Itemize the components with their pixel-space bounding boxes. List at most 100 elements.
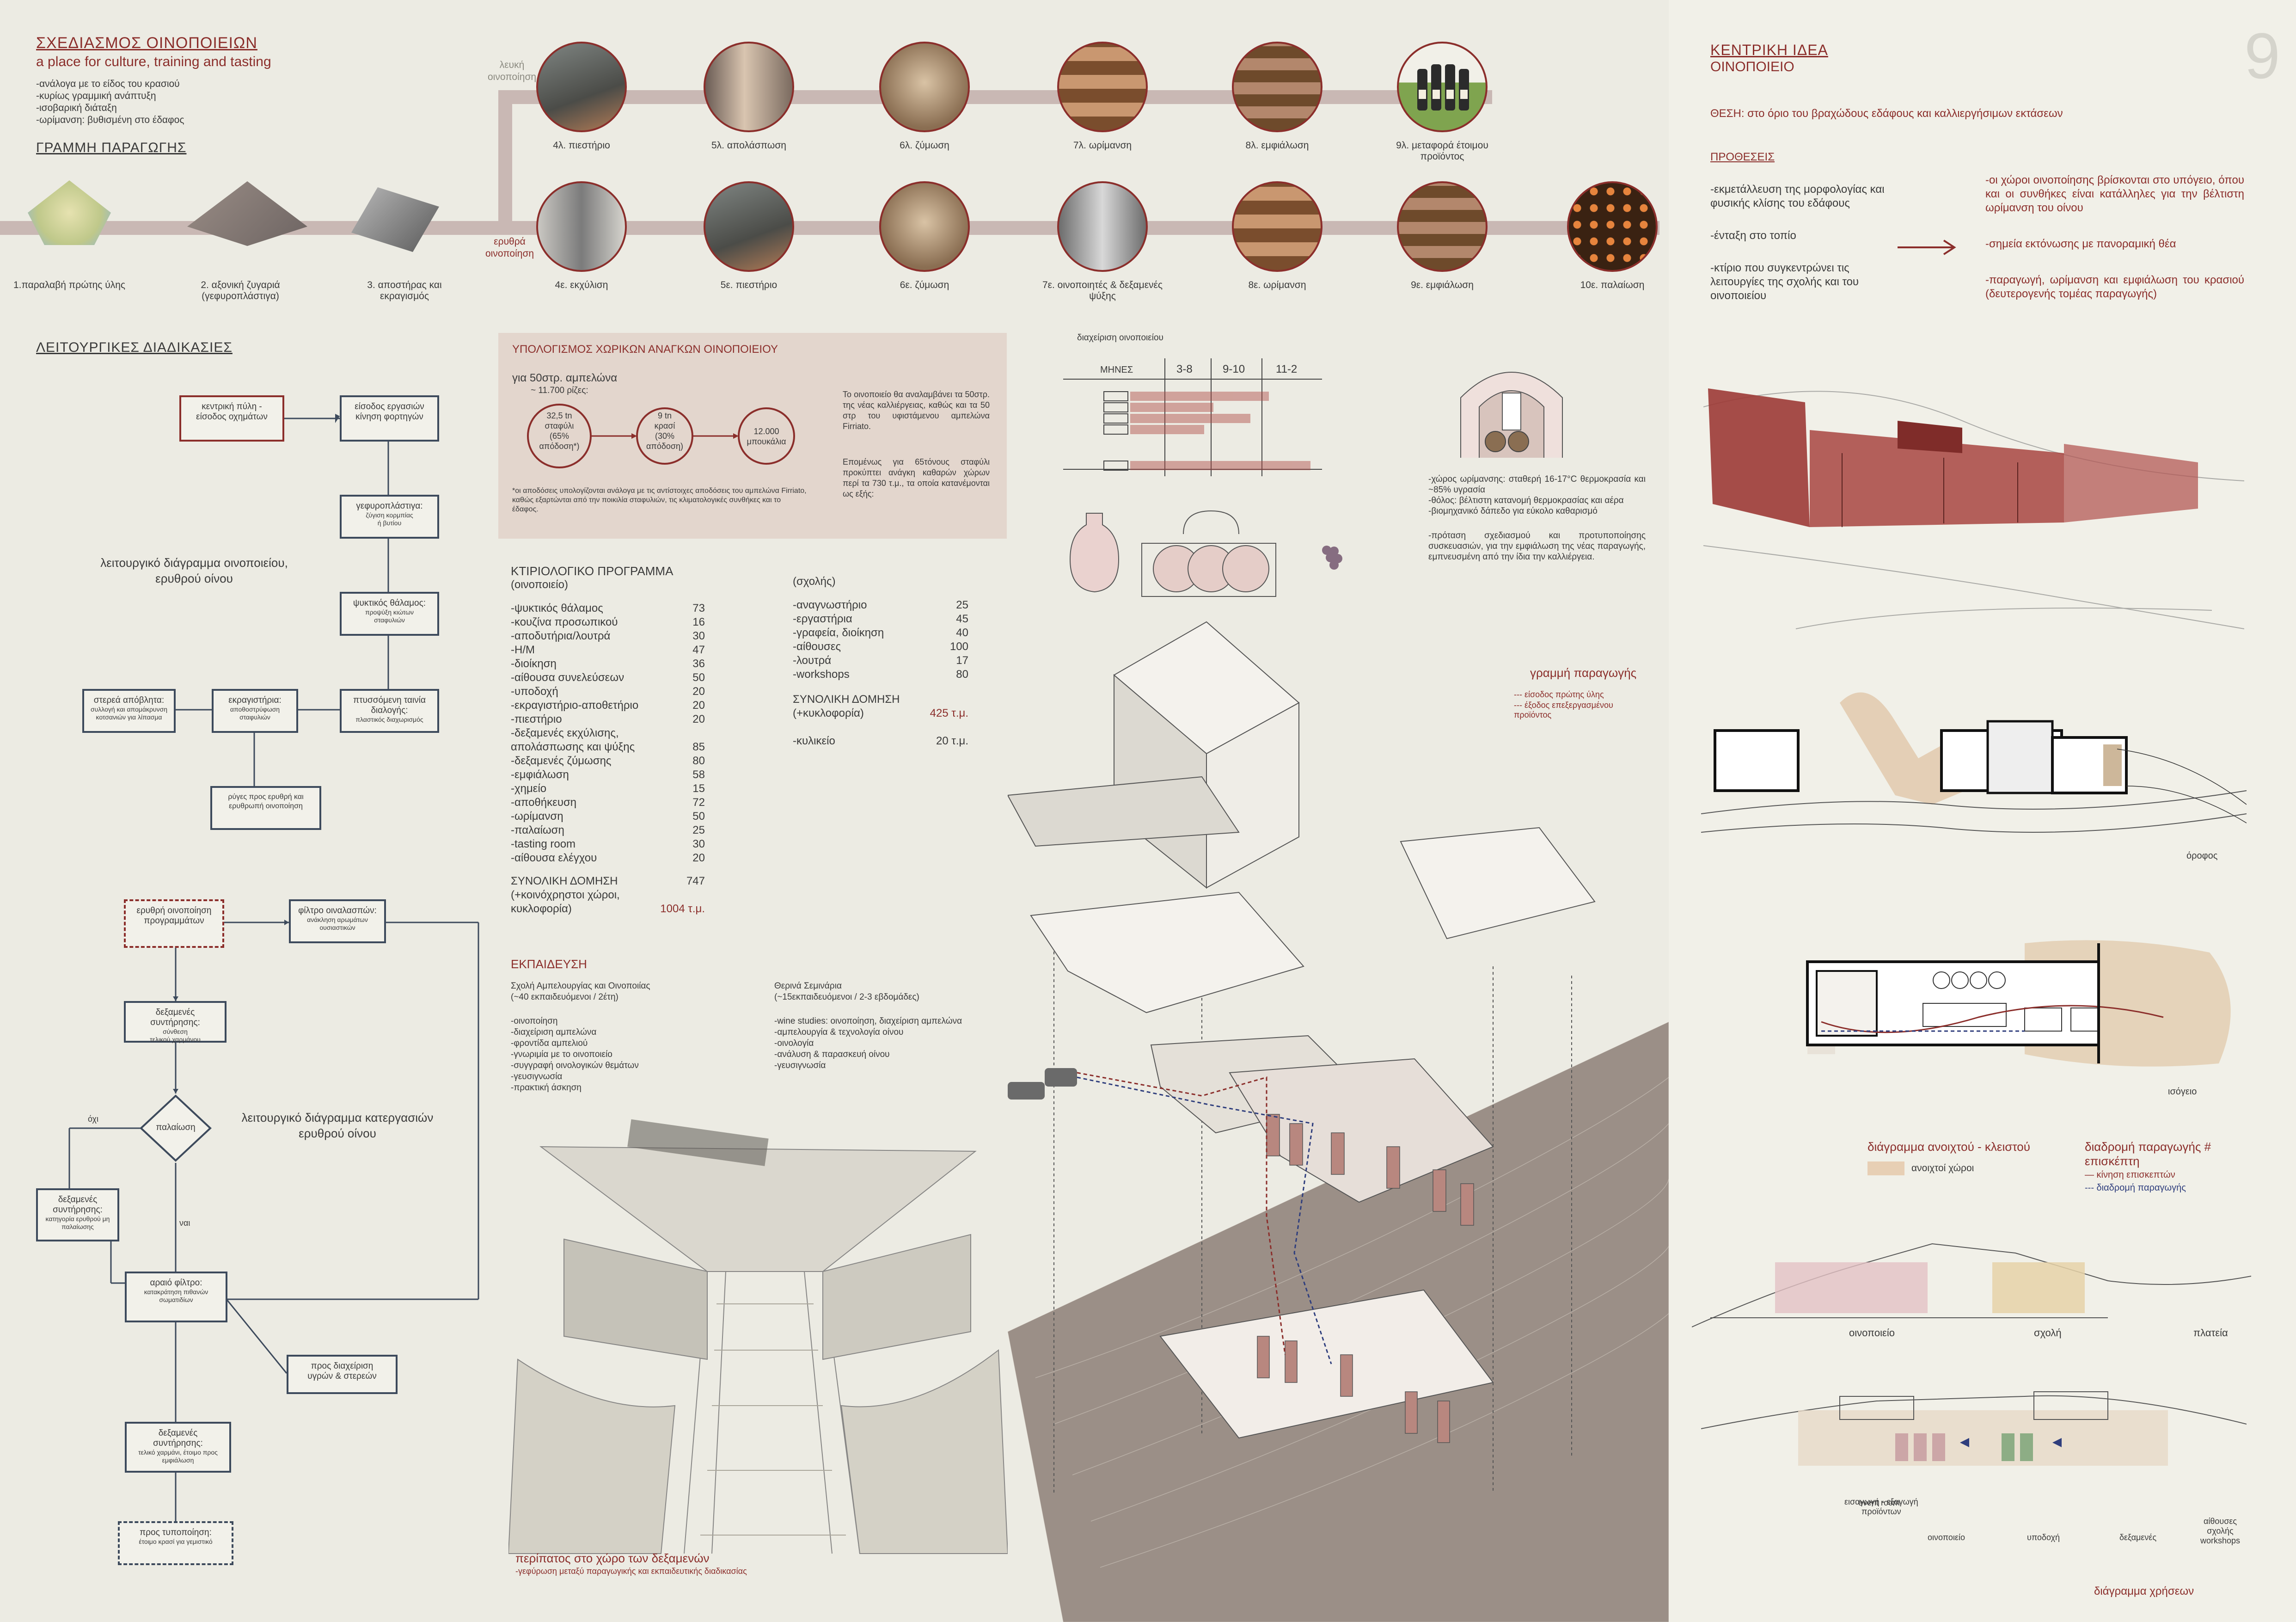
program-row-label: -χημείο [511,782,547,795]
flow-bottling: προς τυποποίηση:έτοιμο κρασί για γεμιστι… [118,1521,233,1565]
yes-label: ναι [179,1218,190,1228]
program-row-value: 85 [692,741,705,753]
section2-label: δεξαμενές [2119,1533,2157,1542]
education-item: -οινοποίηση [511,1016,558,1026]
route-title: διαδρομή παραγωγής # επισκέπτη [2085,1140,2211,1168]
program-row-value: 80 [692,755,705,767]
program-row-label: -αίθουσα ελέγχου [511,852,597,864]
right-panel [1669,0,2296,1622]
flow-lees-filter: φίλτρο οιναλασπών:ανάκληση αρωμάτων ουσι… [289,899,386,943]
program-row-label: -εμφιάλωση [511,768,569,781]
intro-bullets: -ανάλογα με το είδος του κρασιού -κυρίως… [36,78,271,126]
education-right-title: Θερινά Σεμινάρια (~15εκπαιδευόμενοι / 2-… [774,981,919,1002]
program-row-value: 17 [956,654,968,667]
school-total-value: 425 τ.μ. [930,707,968,719]
stage-label: 8λ. εμφιάλωση [1245,140,1309,151]
section2-label: οινοποιείο [1928,1533,1965,1542]
program-row-value: 30 [692,838,705,850]
program-row-label: -γραφεία, διοίκηση [793,627,884,639]
red-aging-image [1232,181,1322,272]
program-row-label: -workshops [793,668,850,681]
education-item: -αμπελουργία & τεχνολογία οίνου [774,1027,904,1037]
program-sub: (οινοποιείο) [511,578,568,591]
program-row: -πιεστήριο 20 [511,713,705,726]
education-item: -ανάλυση & παρασκευή οίνου [774,1050,890,1059]
white-vinification-label: λευκή οινοποίηση [488,60,537,82]
main-subtitle: a place for culture, training and tastin… [36,54,271,69]
total-value: 747 [686,875,705,887]
main-title: ΣΧΕΔΙΑΣΜΟΣ ΟΙΝΟΠΟΙΕΙΩΝ [36,34,257,52]
calc-note: *οι αποδόσεις υπολογίζονται ανάλογα με τ… [512,487,807,513]
education-left-list: -οινοποίηση-διαχείριση αμπελώνα-φροντίδα… [511,1016,774,1094]
program-row-label: -αποθήκευση [511,796,577,809]
education-block: ΕΚΠΑΙΔΕΥΣΗ Σχολή Αμπελουργίας και Οινοπο… [511,957,1005,1094]
production-line-heading: ΓΡΑΜΜΗ ΠΑΡΑΓΩΓΗΣ [36,140,187,155]
program-row-label: -εργαστήρια [793,613,852,625]
education-left-title: Σχολή Αμπελουργίας και Οινοποιίας (~40 ε… [511,981,650,1002]
program-row-label: -Η/Μ [511,644,535,656]
stage-label: 9λ. μεταφορά έτοιμου προϊόντος [1396,140,1488,162]
production-legend-a: --- είσοδος πρώτης ύλης [1514,690,1604,699]
red-fermentation-image [879,181,970,272]
route-visitors: — κίνηση επισκεπτών [2085,1170,2175,1180]
program-row-label: -πιεστήριο [511,713,562,725]
education-item: -συγγραφή οινολογικών θεμάτων [511,1061,639,1070]
program-row-value: 50 [692,671,705,684]
production-legend-b: --- έξοδος επεξεργασμένου προϊόντος [1514,700,1613,719]
program-row-value: 30 [692,630,705,642]
diagram1-label: λειτουργικό διάγραμμα οινοποιείου, ερυθρ… [100,556,288,585]
cellar-aging-image [1567,181,1658,272]
calc-grapes: 32,5 tn σταφύλι (65% απόδοση*) [539,411,580,451]
program-row-value: 50 [692,810,705,823]
cooling-tanks-image [1057,181,1148,272]
program-row-value: 20 [692,713,705,725]
open-swatch-label: ανοιχτοί χώροι [1911,1163,1974,1173]
bottle-sketches [1069,510,1342,597]
decision-diamond [140,1094,212,1162]
cellar-note: -βιομηχανικό δάπεδο για εύκολο καθαρισμό [1428,506,1598,516]
intention: -οι χώροι οινοποίησης βρίσκονται στο υπό… [1985,174,2244,214]
table-col: ΜΗΝΕΣ [1100,365,1133,375]
sketch-caption-title: περίπατος στο χώρο των δεξαμενών [515,1551,710,1565]
stage-label: 6λ. ζύμωση [900,140,949,151]
basement-label: ισόγειο [2168,1087,2197,1097]
stage-label: 4λ. πιεστήριο [553,140,610,151]
education-item: -γνωριμία με το οινοποιείο [511,1050,612,1059]
white-bottling-image [1232,42,1322,132]
education-item: -γευσιγνωσία [774,1061,826,1070]
section2-label: εισαγωγή - εξαγωγή προϊόντων [1844,1497,1918,1516]
cellar-notes: -χώρος ωρίμανσης: σταθερή 16-17°C θερμοκ… [1428,474,1646,562]
program-row-value: 73 [692,602,705,614]
stage-label: 10ε. παλαίωση [1580,280,1645,290]
no-label: όχι [88,1114,98,1124]
calc-title: ΥΠΟΛΟΓΙΣΜΟΣ ΧΩΡΙΚΩΝ ΑΝΑΓΚΩΝ ΟΙΝΟΠΟΙΕΙΟΥ [512,343,778,356]
flow-tanks-no-aging: δεξαμενές συντήρησης:κατηγορία ερυθρού μ… [36,1188,119,1241]
intention: -παραγωγή, ωρίμανση και εμφιάλωση του κρ… [1985,274,2244,300]
program-row-value: 20 [692,685,705,698]
calc-text-2: Επομένως για 65τόνους σταφύλι προκύπτει … [843,457,990,498]
canteen-value: 20 τ.μ. [936,735,968,747]
production-pipe-white [498,90,1492,104]
users-diagram-label: διάγραμμα χρήσεων [2094,1585,2194,1597]
flow-gate: κεντρική πύλη - είσοδος οχημάτων [179,395,284,442]
extraction-image [536,181,627,272]
production-legend-title: γραμμή παραγωγής [1530,666,1637,680]
cellar-note: -χώρος ωρίμανσης: σταθερή 16-17°C θερμοκ… [1428,474,1646,495]
white-press-image [536,42,627,132]
bullet: -κυρίως γραμμική ανάπτυξη [36,91,156,101]
flow-solid-waste: στερεά απόβλητα:συλλογή και απομάκρυνση … [82,689,176,733]
program-row-label: -διοίκηση [511,657,557,670]
open-closed-title: διάγραμμα ανοιχτού - κλειστού [1867,1140,2030,1154]
program-row-label: -ωρίμανση [511,810,563,823]
concept-title: ΚΕΝΤΡΙΚΗ ΙΔΕΑ [1710,42,1828,58]
program-row-label: -αναγνωστήριο [793,599,867,611]
